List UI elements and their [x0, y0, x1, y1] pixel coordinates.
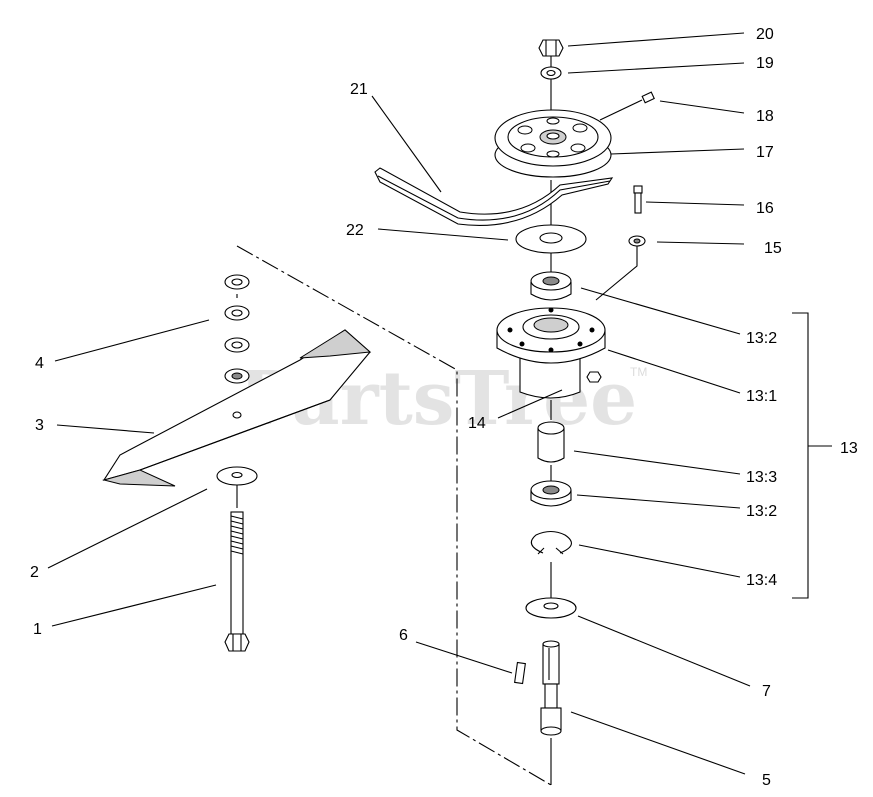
callout-13-2-upper: 13:2 — [746, 330, 777, 347]
bearing-part-13-2-upper — [530, 271, 572, 301]
callout-5: 5 — [762, 772, 771, 789]
callout-3: 3 — [35, 417, 44, 434]
belt-part-21 — [374, 167, 614, 226]
watermark-trademark: TM — [630, 365, 647, 379]
washer-part-19 — [540, 66, 562, 80]
callout-16: 16 — [756, 200, 774, 217]
fitting-part-18 — [599, 91, 655, 121]
callout-20: 20 — [756, 26, 774, 43]
callout-14: 14 — [468, 415, 486, 432]
pulley-part-17 — [494, 109, 612, 178]
callout-6: 6 — [399, 627, 408, 644]
washer-part-2 — [216, 466, 258, 486]
callout-17: 17 — [756, 144, 774, 161]
callout-4: 4 — [35, 355, 44, 372]
callout-19: 19 — [756, 55, 774, 72]
callout-15: 15 — [764, 240, 782, 257]
callout-13-3: 13:3 — [746, 469, 777, 486]
washer-part-7 — [525, 597, 577, 619]
spindle-housing-part-13-1 — [496, 307, 606, 399]
washer-part-22 — [515, 224, 587, 254]
callout-2: 2 — [30, 564, 39, 581]
lock-washer-part-15 — [628, 235, 646, 247]
hex-nut-part-20 — [538, 39, 564, 57]
callout-13-1: 13:1 — [746, 388, 777, 405]
spindle-shaft-part-5 — [540, 640, 562, 736]
callout-13-2-lower: 13:2 — [746, 503, 777, 520]
callout-22: 22 — [346, 222, 364, 239]
bolt-part-16 — [633, 185, 643, 214]
callout-13: 13 — [840, 440, 858, 457]
bolt-part-1 — [224, 511, 250, 652]
snap-ring-part-13-4 — [530, 530, 572, 555]
key-part-6 — [514, 661, 526, 685]
washers-part-4 — [224, 274, 250, 384]
blade-part-3 — [102, 329, 372, 487]
sleeve-part-13-3 — [537, 421, 565, 463]
callout-21: 21 — [350, 81, 368, 98]
callout-7: 7 — [762, 683, 771, 700]
callout-13-4: 13:4 — [746, 572, 777, 589]
callout-1: 1 — [33, 621, 42, 638]
callout-18: 18 — [756, 108, 774, 125]
bearing-part-13-2-lower — [530, 480, 572, 507]
leader-lines — [47, 32, 832, 775]
callout-labels: 20 19 18 17 21 16 22 15 13:2 13:1 4 14 3… — [30, 26, 858, 789]
